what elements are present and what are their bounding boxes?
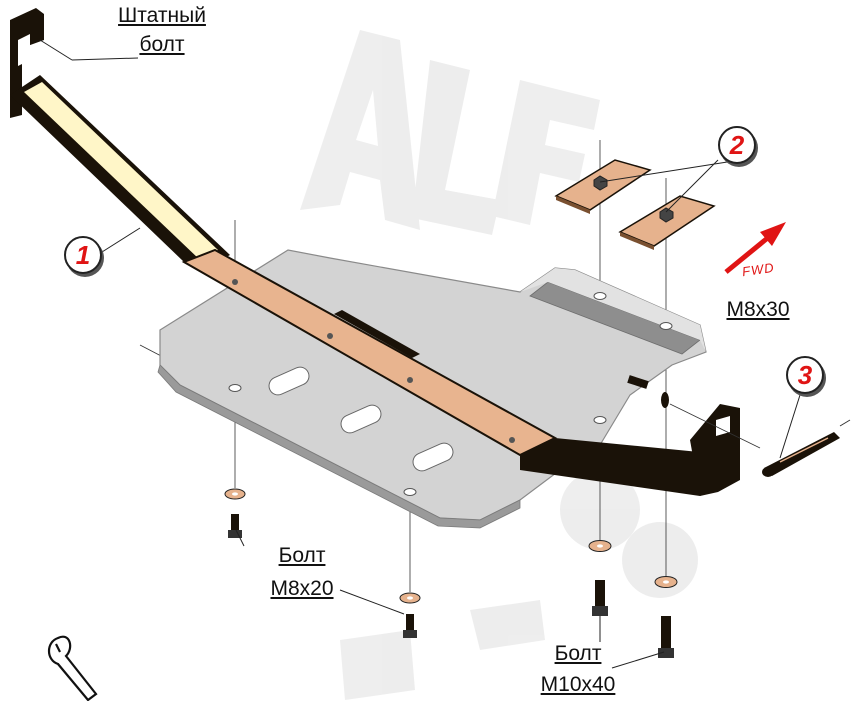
label-stock-bolt-line2: болт (139, 33, 185, 56)
bolt-m8x30-mounted (627, 375, 761, 449)
vent-slots (268, 366, 454, 472)
part-badge-3: 3 (786, 356, 824, 394)
label-bolt-m8x20-line1: Болт (278, 544, 326, 567)
part-badge-1: 1 (64, 236, 102, 274)
label-bolt-m8x20-line2: M8x20 (270, 577, 334, 600)
part-3-bolt (762, 419, 851, 477)
bracket-1 (10, 8, 740, 496)
mount-holes (228, 292, 673, 496)
bracket-bolt-holes (232, 279, 515, 443)
label-leaders (39, 39, 801, 669)
label-stock-bolt-line1: Штатный (118, 4, 206, 27)
clamp-plates-2 (554, 159, 716, 250)
part-badge-2: 2 (718, 126, 756, 164)
label-m8x30: M8x30 (726, 298, 790, 321)
fwd-arrow-icon (724, 222, 786, 274)
watermark (300, 30, 698, 700)
bottom-bolts (224, 488, 678, 658)
wrench-icon (47, 635, 98, 701)
label-bolt-m10x40-line2: M10x40 (540, 673, 616, 696)
label-bolt-m10x40-line1: Болт (554, 642, 602, 665)
